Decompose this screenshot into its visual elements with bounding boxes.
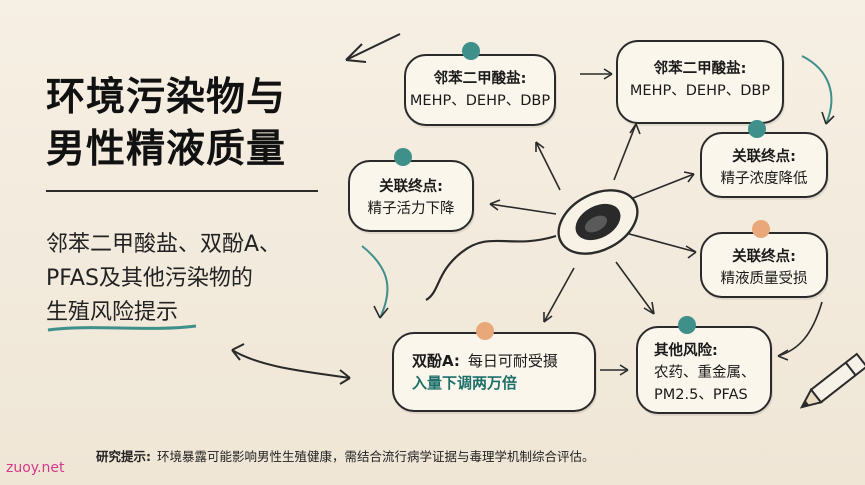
footer-note: 研究提示: 环境暴露可能影响男性生殖健康，需结合流行病学证据与毒理学机制综合评估。: [96, 446, 595, 465]
bubble-title: 关联终点:: [732, 149, 796, 165]
pin-icon: [678, 316, 696, 334]
bubble-motility: 关联终点: 精子活力下降: [348, 160, 474, 232]
footer-text: 环境暴露可能影响男性生殖健康，需结合流行病学证据与毒理学机制综合评估。: [157, 449, 595, 464]
bubble-text: 精子浓度降低: [720, 171, 808, 187]
title-divider: [46, 190, 318, 192]
pencil-icon: [799, 352, 865, 409]
subtitle-line-2: PFAS及其他污染物的: [46, 266, 253, 291]
subtitle: 邻苯二甲酸盐、双酚A、 PFAS及其他污染物的 生殖风险提示: [46, 228, 281, 330]
bubble-text: 每日可耐受摄: [467, 352, 558, 370]
bubble-text: MEHP、DEHP、DBP: [629, 83, 771, 99]
subtitle-line-1: 邻苯二甲酸盐、双酚A、: [46, 232, 282, 257]
bubble-semen-quality: 关联终点: 精液质量受损: [700, 232, 828, 298]
watermark: zuoy.net: [6, 460, 65, 476]
pin-icon: [462, 42, 480, 60]
bubble-concentration: 关联终点: 精子浓度降低: [700, 132, 828, 198]
arrow-to-phthalate-right: [613, 123, 637, 181]
double-arrow-left: [231, 349, 351, 379]
title-line-2: 男性精液质量: [46, 127, 287, 172]
bubble-title: 双酚A:: [412, 352, 460, 370]
pin-icon: [476, 322, 494, 340]
bubble-title: 关联终点:: [379, 179, 443, 195]
pin-icon: [752, 220, 770, 238]
arrow-to-motility: [489, 203, 557, 215]
bubble-title: 邻苯二甲酸盐:: [653, 61, 747, 77]
arrow-to-other-risks: [615, 261, 655, 315]
bubble-title: 关联终点:: [732, 249, 796, 265]
bubble-text: 精子活力下降: [367, 201, 455, 217]
bubble-title: 其他风险:: [654, 343, 718, 359]
teal-curve-left: [361, 245, 389, 319]
arrow-semen-to-other: [777, 301, 823, 357]
bubble-bpa-line-1: 双酚A: 每日可耐受摄: [412, 350, 594, 372]
bubble-text: MEHP、DEHP、DBP: [409, 93, 551, 109]
title-line-1: 环境污染物与: [46, 75, 287, 120]
bubble-phthalate-right: 邻苯二甲酸盐: MEHP、DEHP、DBP: [616, 40, 784, 124]
pin-icon: [748, 120, 766, 138]
bubble-phthalate-left: 邻苯二甲酸盐: MEHP、DEHP、DBP: [404, 54, 556, 126]
sperm-illustration: [557, 189, 639, 255]
bubble-text-line-1: 农药、重金属、: [654, 365, 756, 381]
bubble-title: 邻苯二甲酸盐:: [433, 71, 527, 87]
bubble-text: 精液质量受损: [720, 271, 808, 287]
sperm-tail: [425, 234, 557, 301]
arrow-to-bpa: [543, 267, 575, 323]
decor-arrow-topleft: [345, 33, 401, 61]
arrow-to-concentration: [627, 173, 695, 201]
bubble-text-line-2: PM2.5、PFAS: [654, 387, 748, 403]
footer-label: 研究提示:: [96, 449, 151, 464]
subtitle-line-3: 生殖风险提示: [46, 300, 179, 325]
page-title: 环境污染物与 男性精液质量: [46, 72, 286, 176]
bubble-highlight: 入量下调两万倍: [412, 374, 518, 392]
arrow-to-semen-quality: [621, 231, 697, 253]
arrow-to-phthalate-left: [535, 141, 561, 191]
teal-curve-topright: [801, 55, 833, 125]
pin-icon: [394, 148, 412, 166]
bubble-bpa: 双酚A: 每日可耐受摄 入量下调两万倍: [392, 332, 596, 412]
bubble-other-risks: 其他风险: 农药、重金属、 PM2.5、PFAS: [636, 326, 772, 414]
